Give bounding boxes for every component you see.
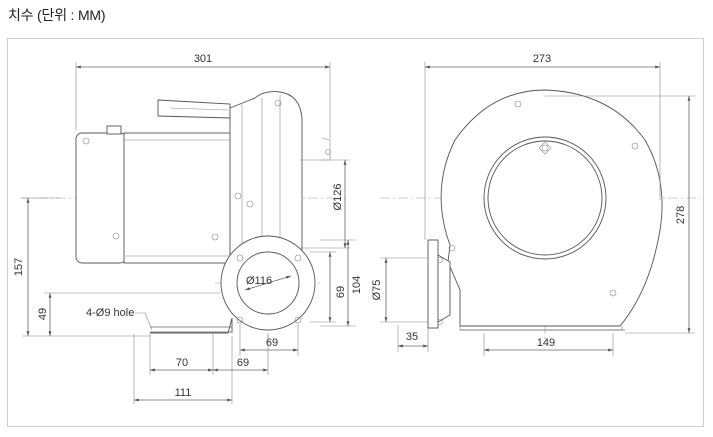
dim-base-height: 49 — [37, 308, 49, 320]
dim-inlet-diameter: Ø75 — [371, 280, 383, 301]
handle — [157, 99, 231, 119]
outlet-flange — [220, 235, 316, 331]
front-view: 273 278 Ø75 35 149 — [371, 53, 700, 356]
dim-base-width: 111 — [175, 387, 192, 399]
dim-total-height: 157 — [13, 258, 25, 276]
inlet-ring — [483, 136, 607, 260]
dim-outlet-diameter: Ø126 — [332, 184, 344, 211]
front-outlet-flange — [427, 239, 451, 329]
dim-flange-offset: 69 — [335, 286, 347, 298]
dim-front-overall-width: 273 — [533, 53, 551, 65]
dim-flange-diameter: Ø116 — [246, 275, 272, 287]
side-view: 301 157 49 4-Ø9 hole Ø126 Ø116 69 104 — [13, 53, 363, 404]
dim-overall-length: 301 — [194, 53, 212, 65]
dim-outlet-offset: 35 — [406, 331, 418, 343]
hole-label: 4-Ø9 hole — [86, 307, 134, 319]
side-base — [150, 317, 233, 334]
page-title: 치수 (단위 : MM) — [8, 7, 106, 23]
dim-base-spacing-a: 70 — [176, 357, 188, 369]
drawing-frame — [7, 38, 704, 427]
dim-bottom-flange-width: 69 — [266, 337, 278, 349]
dim-flange-height: 104 — [351, 276, 363, 294]
dim-front-base-width: 149 — [537, 337, 555, 349]
dim-base-spacing-b: 69 — [237, 357, 249, 369]
dim-front-overall-height: 278 — [675, 206, 687, 224]
motor-body — [75, 125, 235, 264]
